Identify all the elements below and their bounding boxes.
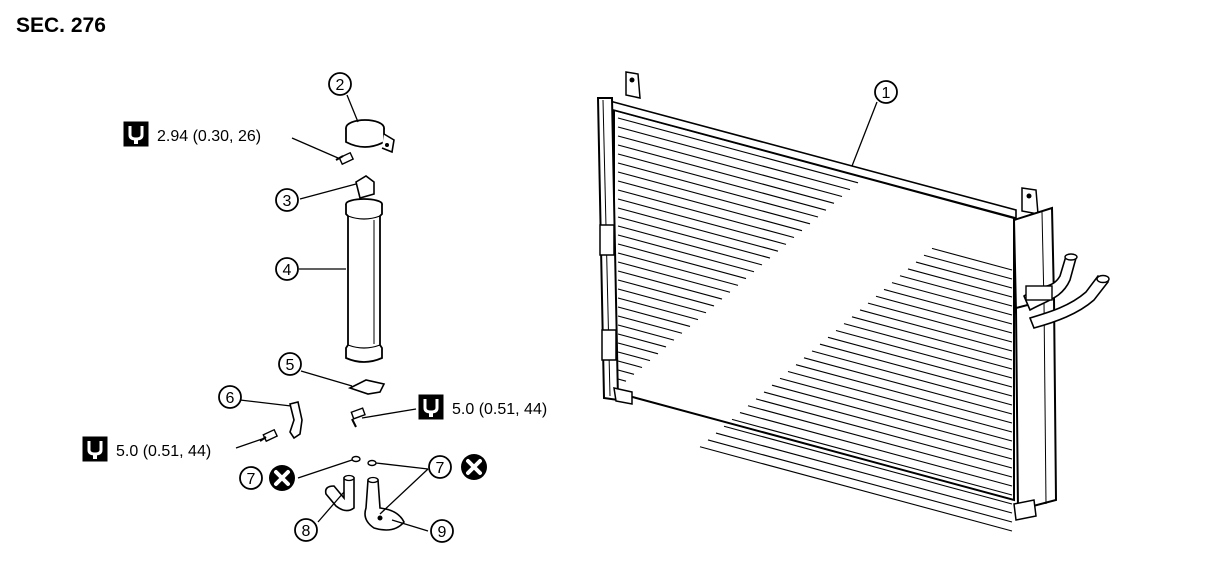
callout-8: 8 — [294, 518, 318, 542]
pipe-right — [364, 476, 405, 531]
callout-1: 1 — [874, 80, 898, 104]
o-ring-right — [367, 459, 377, 467]
torque-wrench-icon — [418, 394, 444, 420]
torque-value-2: 5.0 (0.51, 44) — [452, 401, 547, 418]
pipe-bracket — [289, 401, 303, 440]
o-ring-left — [351, 455, 361, 463]
callout-5: 5 — [278, 352, 302, 376]
callout-7-left: 7 — [239, 466, 263, 490]
leader-lines — [235, 94, 878, 532]
callout-8-number: 8 — [302, 523, 311, 540]
callout-9-number: 9 — [438, 524, 447, 541]
callout-5-number: 5 — [286, 357, 295, 374]
do-not-reuse-icon — [460, 453, 488, 481]
torque-value-3: 5.0 (0.51, 44) — [116, 443, 211, 460]
callout-1-number: 1 — [882, 85, 891, 102]
callout-3-number: 3 — [283, 193, 292, 210]
torque-wrench-icon — [123, 121, 149, 147]
section-label: SEC. 276 — [16, 14, 106, 37]
pipe-left — [324, 474, 355, 512]
condenser — [596, 71, 1110, 532]
callout-3: 3 — [275, 188, 299, 212]
pipe-bracket-bolt — [259, 428, 279, 443]
callout-7-left-number: 7 — [247, 471, 256, 488]
torque-spec-2: 5.0 (0.51, 44) — [418, 394, 547, 420]
cap — [355, 175, 375, 199]
callout-7-right: 7 — [428, 455, 452, 479]
torque-spec-3: 5.0 (0.51, 44) — [82, 436, 211, 462]
bracket — [345, 119, 395, 154]
torque-wrench-icon — [82, 436, 108, 462]
callout-9: 9 — [430, 519, 454, 543]
callout-2: 2 — [328, 72, 352, 96]
tank-bracket — [347, 379, 386, 395]
callout-2-number: 2 — [336, 77, 345, 94]
callout-4: 4 — [275, 257, 299, 281]
callout-7-right-number: 7 — [436, 460, 445, 477]
callout-4-number: 4 — [283, 262, 292, 279]
bracket-bolt — [335, 151, 355, 166]
callout-6-number: 6 — [226, 390, 235, 407]
callout-6: 6 — [218, 385, 242, 409]
liquid-tank — [345, 198, 383, 363]
torque-spec-1: 2.94 (0.30, 26) — [123, 121, 261, 147]
tank-bracket-bolt — [350, 407, 366, 428]
torque-value-1: 2.94 (0.30, 26) — [157, 128, 261, 145]
do-not-reuse-icon — [268, 464, 296, 492]
